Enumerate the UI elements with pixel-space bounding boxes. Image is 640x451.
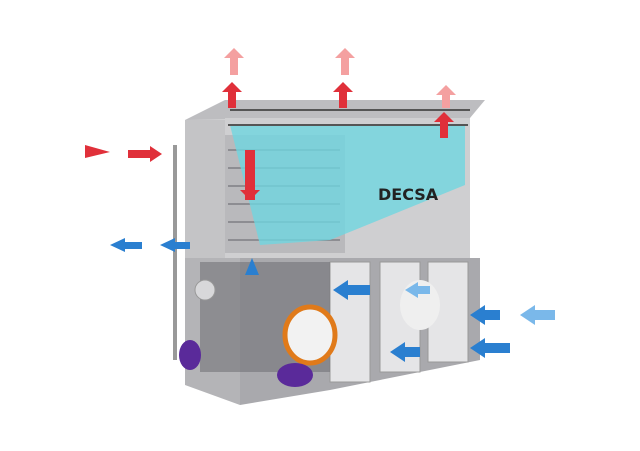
cold-air-arrow-icon	[110, 238, 510, 362]
logo: DECSA	[378, 185, 439, 204]
fan-grille-1	[329, 261, 371, 383]
hot-air-arrow-icon	[85, 82, 454, 200]
fan-icon	[282, 304, 338, 366]
logo-text: DECSA	[378, 185, 439, 204]
upper-side-panel	[185, 120, 225, 258]
pump-icon	[179, 340, 201, 370]
pump-motor-icon	[277, 363, 313, 387]
water-spray-icon	[230, 125, 465, 245]
